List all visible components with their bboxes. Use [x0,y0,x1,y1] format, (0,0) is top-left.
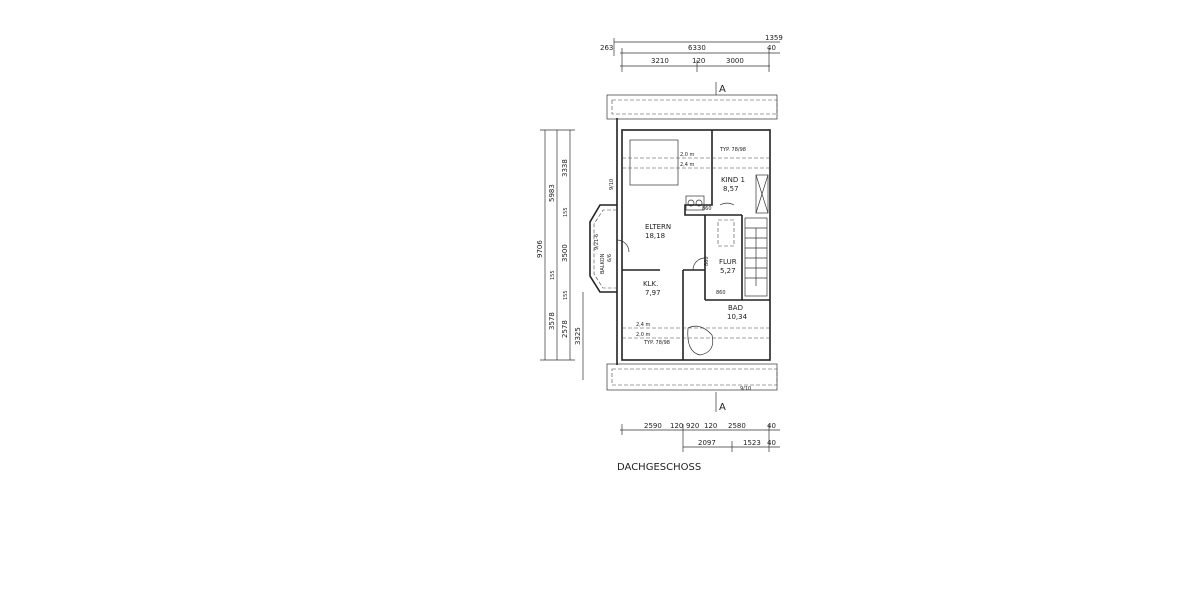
bottom-dimensions: 2590 120 920 120 2580 40 2097 1523 40 [620,422,780,452]
window-910-left: 9/10 [609,179,615,190]
dim-bottom-2590: 2590 [644,422,662,430]
room-eltern-area: 18,18 [645,232,665,240]
dim-left-3578: 3578 [548,312,556,330]
room-klk-name: KLK. [643,280,658,288]
section-label-bottom: A [719,402,726,413]
floor-title: DACHGESCHOSS [617,462,701,473]
height-24-bottom: 2,4 m [636,322,651,328]
room-flur-name: FLUR [719,258,737,266]
room-kind1-area: 8,57 [723,185,739,193]
section-label-top: A [719,84,726,95]
room-kind1-name: KIND 1 [721,176,745,184]
room-flur-area: 5,27 [720,267,736,275]
balkon-door: 6/6 [607,254,613,262]
dim-bottom-40b: 40 [767,439,776,447]
dim-bottom-120b: 120 [704,422,717,430]
dim-bottom-40a: 40 [767,422,776,430]
balkon-label: BALKON [600,253,606,274]
door-860-bad: 860 [716,290,726,296]
dim-left-155a: 155 [563,207,569,217]
window-type-top: TYP. 78/98 [719,147,746,153]
building-outline [589,94,778,391]
dim-top-1359: 1359 [765,34,783,42]
section-marker-top: A [715,82,726,95]
door-860-flur: 860 [704,256,710,266]
dim-left-9706: 9706 [536,240,544,258]
dim-top-120: 120 [692,57,705,65]
room-labels: ELTERN 18,18 KIND 1 8,57 FLUR 5,27 KLK. … [643,176,748,321]
dim-bottom-2097: 2097 [698,439,716,447]
height-20-bottom: 2,0 m [636,332,651,338]
dim-bottom-920: 920 [686,422,699,430]
dim-left-155c: 155 [563,290,569,300]
dim-left-2578: 2578 [561,320,569,338]
left-dimensions: 9706 5983 3578 3338 155 3500 155 2578 15… [536,129,584,380]
height-20-top: 2,0 m [680,152,695,158]
room-eltern-name: ELTERN [645,223,671,231]
room-bad-name: BAD [728,304,743,312]
section-marker-bottom: A [715,392,726,413]
annotations: 2,0 m 2,4 m 2,4 m 2,0 m TYP. 78/98 TYP. … [594,147,751,392]
dim-left-155b: 155 [550,270,556,280]
window-balkon: 9/21-6 [594,234,600,250]
dim-top-263: 263 [600,44,613,52]
window-type-bottom: TYP. 78/98 [643,340,670,346]
dim-top-6330: 6330 [688,44,706,52]
room-klk-area: 7,97 [645,289,661,297]
dim-left-3500: 3500 [561,244,569,262]
dim-top-40: 40 [767,44,776,52]
height-24-top: 2,4 m [680,162,695,168]
dim-bottom-120a: 120 [670,422,683,430]
dim-top-3000: 3000 [726,57,744,65]
dim-left-3338: 3338 [561,159,569,177]
dim-bottom-2580: 2580 [728,422,746,430]
dim-left-5983: 5983 [548,184,556,202]
door-860-kind: 860 [702,206,712,212]
room-bad-area: 10,34 [727,313,748,321]
dim-top-3210: 3210 [651,57,669,65]
dim-left-3325: 3325 [574,327,582,345]
window-910-bottom: 9/10 [740,386,751,392]
dim-bottom-1523: 1523 [743,439,761,447]
top-dimensions: 263 6330 1359 40 3210 120 3000 [600,34,783,72]
